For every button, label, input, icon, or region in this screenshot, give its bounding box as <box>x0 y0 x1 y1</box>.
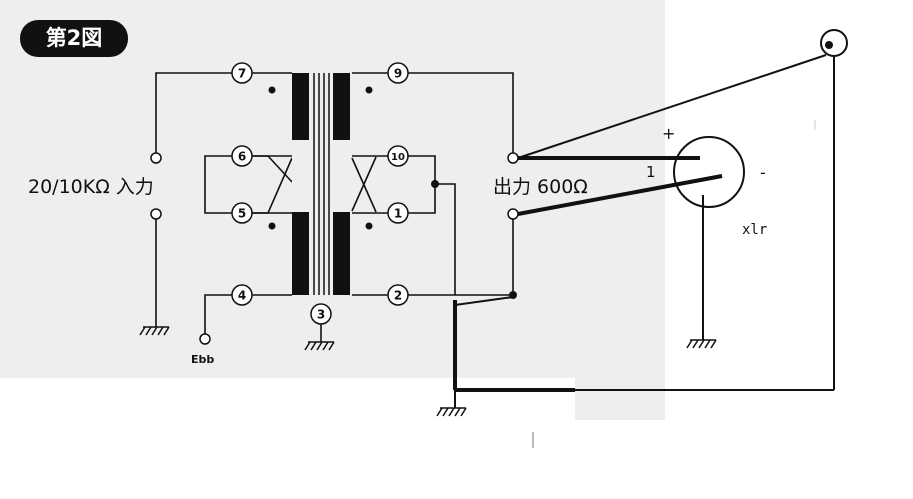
input-impedance-label: 20/10KΩ 入力 <box>28 176 154 198</box>
wire-pin9-output <box>408 72 514 156</box>
ground-icon <box>139 326 170 336</box>
ebb-terminal <box>199 333 211 345</box>
jack-contact-dot <box>825 41 833 49</box>
pin4-circle <box>231 284 253 306</box>
xlr-minus-label: - <box>760 163 766 182</box>
pin2-circle <box>387 284 409 306</box>
scanned-diagram-fragment <box>575 300 665 420</box>
secondary-lower-winding <box>333 212 350 295</box>
wire-pin6-pin5-loop <box>204 155 232 214</box>
wire-pin6-cross <box>252 155 293 183</box>
ground-icon <box>686 339 717 349</box>
ground-symbols <box>139 326 717 417</box>
xlr-plus-label: + <box>662 124 676 143</box>
output-terminal-bottom <box>507 208 519 220</box>
xlr-connector-circle <box>673 136 745 208</box>
junction-dot <box>431 180 439 188</box>
pin6-label: 6 <box>238 150 246 164</box>
input-terminal-top <box>150 152 162 164</box>
figure-badge: 第2図 <box>20 20 128 57</box>
wire-junction-down <box>435 183 456 295</box>
pin3-label: 3 <box>317 308 325 322</box>
scanned-diagram-background <box>0 0 665 378</box>
pin10-circle <box>387 145 409 167</box>
pin3-circle <box>310 303 332 325</box>
pin9-label: 9 <box>394 67 402 81</box>
polarity-dot <box>268 222 276 230</box>
wire-pin2-output <box>408 219 514 296</box>
ground-icon <box>304 341 335 351</box>
secondary-upper-winding <box>333 73 350 140</box>
overlay-minus-lead <box>517 174 723 216</box>
pin1-label: 1 <box>394 207 402 221</box>
ground-icon <box>436 407 467 417</box>
overlay-junction-link <box>454 296 514 306</box>
pin4-label: 4 <box>238 289 246 303</box>
pin6-circle <box>231 145 253 167</box>
jack-icon <box>820 29 848 57</box>
pin5-label: 5 <box>238 207 246 221</box>
input-terminal-bottom <box>150 208 162 220</box>
pin10-label: 10 <box>391 152 405 163</box>
wire-pin5-cross <box>252 157 293 214</box>
overlay-wiring <box>453 54 835 408</box>
wire-input-top <box>155 72 232 158</box>
pin7-label: 7 <box>238 67 246 81</box>
overlay-diagonal-wire <box>517 54 827 159</box>
primary-upper-winding <box>292 73 309 140</box>
ebb-label: Ebb <box>191 353 215 366</box>
pin5-circle <box>231 202 253 224</box>
pin1-circle <box>387 202 409 224</box>
polarity-dot <box>365 222 373 230</box>
polarity-dot <box>268 86 276 94</box>
primary-wiring <box>155 72 293 335</box>
wire-pin4-ebb <box>204 294 232 335</box>
pin2-label: 2 <box>394 289 402 303</box>
output-terminal-top <box>507 152 519 164</box>
xlr-pin-mark: 1 <box>646 163 656 181</box>
xlr-label: xlr <box>742 222 768 238</box>
pin7-circle <box>231 62 253 84</box>
output-impedance-label: 出力 600Ω <box>493 176 588 198</box>
polarity-dot <box>365 86 373 94</box>
wire-cross-b <box>351 156 377 212</box>
core-gap-top <box>310 95 332 115</box>
primary-lower-winding <box>292 212 309 295</box>
secondary-gap <box>333 140 350 212</box>
primary-gap <box>292 140 309 212</box>
wire-pin10-pin1-loop <box>408 155 436 214</box>
pin9-circle <box>387 62 409 84</box>
